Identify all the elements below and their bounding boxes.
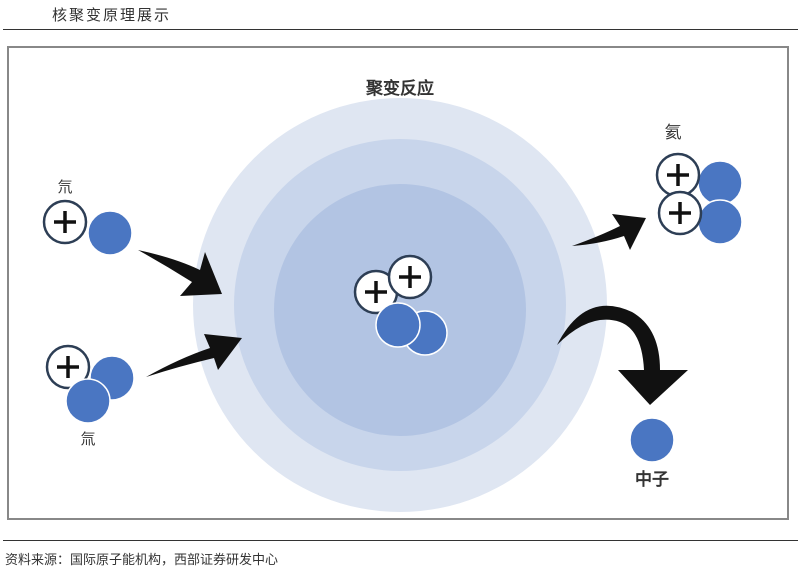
neutron-label: 中子 <box>635 469 669 490</box>
divider <box>3 540 798 541</box>
reaction-label: 聚变反应 <box>365 78 434 99</box>
neutron-icon <box>375 302 421 348</box>
proton-icon <box>42 199 88 245</box>
neutron-icon <box>697 199 743 245</box>
arrow-icon <box>572 214 646 250</box>
deuterium-label: 氘 <box>57 178 72 196</box>
tritium-label: 氚 <box>80 430 95 448</box>
neutron-icon <box>697 160 743 206</box>
proton-icon <box>657 190 703 236</box>
diagram-frame <box>7 46 789 520</box>
arrow-icon <box>146 334 242 377</box>
tritium-atom <box>45 344 135 424</box>
neutron-icon <box>87 210 133 256</box>
deuterium-atom <box>42 199 133 256</box>
proton-icon <box>387 254 433 300</box>
proton-icon <box>655 152 701 198</box>
page-title: 核聚变原理展示 <box>52 6 172 24</box>
source-note: 资料来源：国际原子能机构，西部证券研发中心 <box>5 553 279 568</box>
neutron-icon <box>629 417 675 463</box>
helium-label: 氦 <box>665 123 682 143</box>
arrow-icon <box>138 250 222 296</box>
neutron-icon <box>65 378 111 424</box>
arrow-icon <box>557 305 688 405</box>
divider <box>3 29 798 30</box>
helium-atom <box>655 152 743 245</box>
